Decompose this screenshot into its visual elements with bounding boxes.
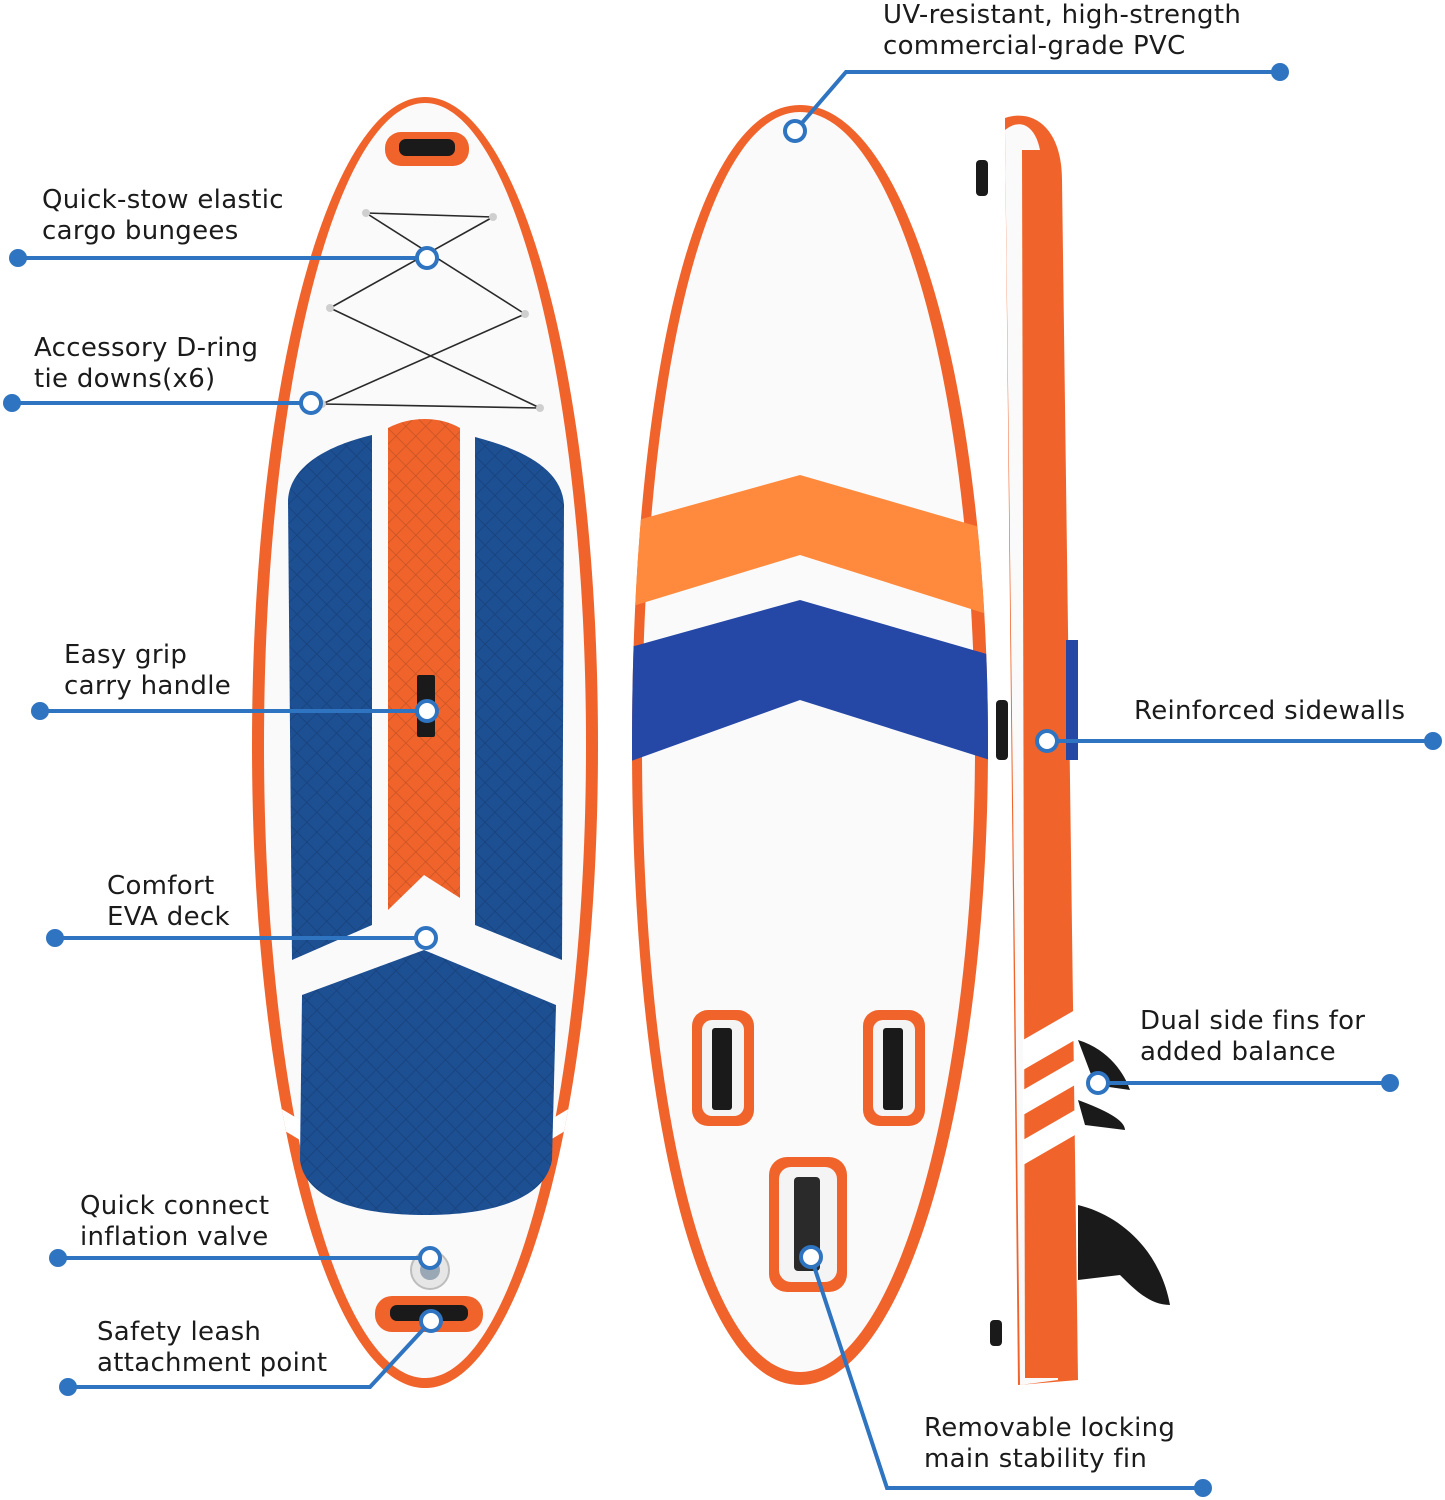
label-line: Easy grip xyxy=(64,640,188,670)
label-main-fin: Removable locking main stability fin xyxy=(924,1413,1175,1475)
bungee-cords xyxy=(321,212,541,409)
callout-anchor-rings xyxy=(299,119,1110,1333)
side-fin-box-left xyxy=(692,1010,754,1126)
label-line: commercial-grade PVC xyxy=(883,31,1186,61)
label-line: Reinforced sidewalls xyxy=(1134,696,1406,726)
board-bottom-view xyxy=(632,105,988,1385)
label-line: Accessory D-ring xyxy=(34,333,259,363)
label-safety-leash: Safety leash attachment point xyxy=(97,1317,327,1379)
label-line: Safety leash xyxy=(97,1317,262,1347)
board-side-view xyxy=(976,115,1170,1386)
bottom-orange-chevron xyxy=(632,475,988,615)
label-reinforced-sidewalls: Reinforced sidewalls xyxy=(1134,696,1405,727)
label-line: tie downs(x6) xyxy=(34,364,216,394)
side-fin-box-right xyxy=(863,1010,925,1126)
label-line: carry handle xyxy=(64,671,232,701)
label-line: Quick-stow elastic xyxy=(42,185,284,215)
eva-deck-pad xyxy=(288,419,564,1215)
nose-handle xyxy=(385,132,469,166)
label-line: EVA deck xyxy=(107,902,230,932)
label-eva-deck: Comfort EVA deck xyxy=(107,871,230,933)
label-line: main stability fin xyxy=(924,1444,1148,1474)
label-line: inflation valve xyxy=(80,1222,269,1252)
main-fin-box xyxy=(769,1157,847,1292)
label-line: cargo bungees xyxy=(42,216,239,246)
label-line: Dual side fins for xyxy=(1140,1006,1366,1036)
label-side-fins: Dual side fins for added balance xyxy=(1140,1006,1365,1068)
bottom-blue-chevron xyxy=(632,600,988,765)
leader-line-pvc xyxy=(793,70,1280,133)
label-line: UV-resistant, high-strength xyxy=(883,0,1242,30)
label-line: attachment point xyxy=(97,1348,328,1378)
label-line: Comfort xyxy=(107,871,215,901)
main-fin xyxy=(1078,1205,1170,1305)
callout-end-dots xyxy=(3,63,1442,1497)
board-top-view xyxy=(252,97,598,1388)
label-line: added balance xyxy=(1140,1037,1336,1067)
label-inflation-valve: Quick connect inflation valve xyxy=(80,1191,269,1253)
callout-lines xyxy=(12,70,1433,1490)
label-d-ring-tie-downs: Accessory D-ring tie downs(x6) xyxy=(34,333,258,395)
label-carry-handle: Easy grip carry handle xyxy=(64,640,231,702)
leader-line-main-fin xyxy=(809,1256,1203,1490)
label-line: Quick connect xyxy=(80,1191,270,1221)
label-line: Removable locking xyxy=(924,1413,1176,1443)
label-pvc-material: UV-resistant, high-strength commercial-g… xyxy=(883,0,1241,62)
leader-line-leash xyxy=(68,1319,433,1389)
label-cargo-bungees: Quick-stow elastic cargo bungees xyxy=(42,185,284,247)
